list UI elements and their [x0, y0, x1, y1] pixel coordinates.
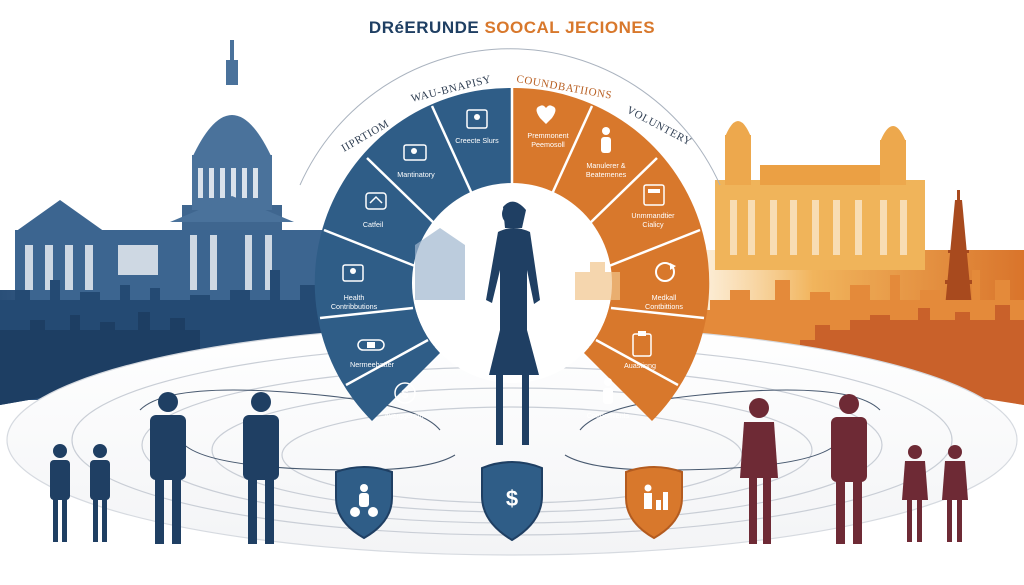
segment-labels-left: Creecte Slurs Mantinatory Catfeil Health…: [331, 136, 499, 420]
person-chart-icon: [644, 484, 668, 510]
shield-motorbike: [335, 466, 393, 540]
motorbike-person-icon: [350, 484, 378, 517]
segment-label: Averggerram: [384, 411, 425, 420]
adult-icon: [243, 392, 279, 544]
refresh-arrow-icon: [655, 262, 676, 282]
segment-label: Medkall: [652, 293, 677, 302]
segment-label: Creecte Slurs: [455, 136, 499, 145]
title-part-orange: SOOCAL JECIONES: [484, 18, 656, 37]
adult-icon: [831, 394, 867, 544]
page-title: DRéERUNDE SOOCAL JECIONES: [0, 18, 1024, 38]
clipboard-icon: [632, 331, 652, 357]
segment-label: Manulerer &: [586, 161, 625, 170]
segment-label: Nermeebatter: [350, 360, 395, 369]
segment-label: Contbittions: [645, 302, 683, 311]
adult-icon: [740, 398, 778, 544]
segment-label: Mantinatory: [397, 170, 435, 179]
dollar-coin-icon: $: [394, 382, 416, 404]
person-podium-icon: [603, 378, 613, 404]
child-icon: [942, 445, 968, 542]
calculator-icon: [643, 184, 665, 206]
shield-person-chart: [625, 466, 683, 540]
person-badge-icon: [466, 109, 488, 129]
child-icon: [50, 444, 70, 542]
segment-label: Contribbutions: [331, 302, 378, 311]
center-person-icon: [486, 201, 540, 445]
shield-dollar: $: [481, 461, 543, 542]
hand-care-icon: [365, 192, 387, 210]
child-icon: [90, 444, 110, 542]
segment-label: Unmmandtier: [631, 211, 675, 220]
svg-text:$: $: [402, 387, 409, 401]
bandage-icon: [357, 339, 385, 351]
segment-ring: [314, 87, 710, 421]
health-person-icon: [342, 264, 364, 282]
right-people: [740, 394, 968, 544]
segment-label: Beatemenes: [586, 170, 627, 179]
outer-arc: [299, 48, 721, 186]
id-card-icon: [403, 144, 427, 161]
segment-label: Premmonent: [527, 131, 568, 140]
dollar-sign-icon: $: [506, 486, 518, 511]
segment-label: Peemosoll: [531, 140, 565, 149]
segment-label: Auastinng: [624, 361, 656, 370]
segment-labels-right: Premmonent Peemosoll Manulerer & Beateme…: [527, 131, 683, 420]
segment-label: Cialicy: [642, 220, 664, 229]
child-icon: [902, 445, 928, 542]
segment-label: Health: [344, 293, 365, 302]
segment-label: Cottoomients: [587, 411, 630, 420]
adult-icon: [150, 392, 186, 544]
person-standing-icon: [601, 127, 611, 153]
segment-label: Catfeil: [363, 220, 384, 229]
left-people: [50, 392, 279, 544]
heart-icon: [536, 105, 556, 124]
title-part-blue: DRéERUNDE: [368, 18, 480, 37]
